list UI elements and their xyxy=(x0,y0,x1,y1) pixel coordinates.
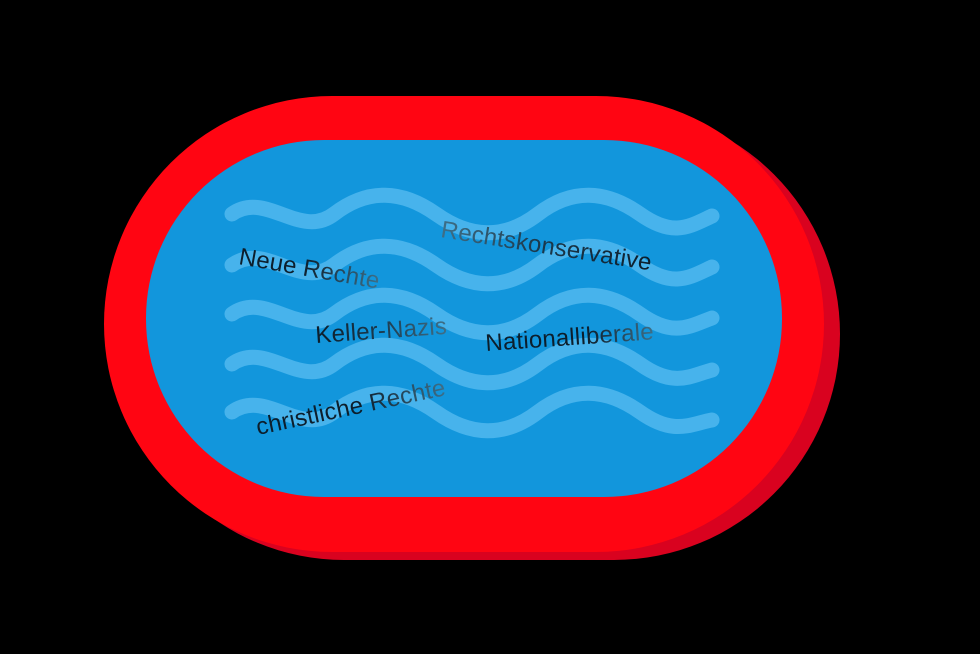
pool-water xyxy=(146,140,782,497)
wave-line-2 xyxy=(224,238,720,292)
wave-line-4 xyxy=(224,337,720,391)
wave-line-1 xyxy=(224,187,720,241)
wave-line-5 xyxy=(224,385,720,439)
wave-line-3 xyxy=(224,287,720,341)
waves xyxy=(224,187,720,439)
